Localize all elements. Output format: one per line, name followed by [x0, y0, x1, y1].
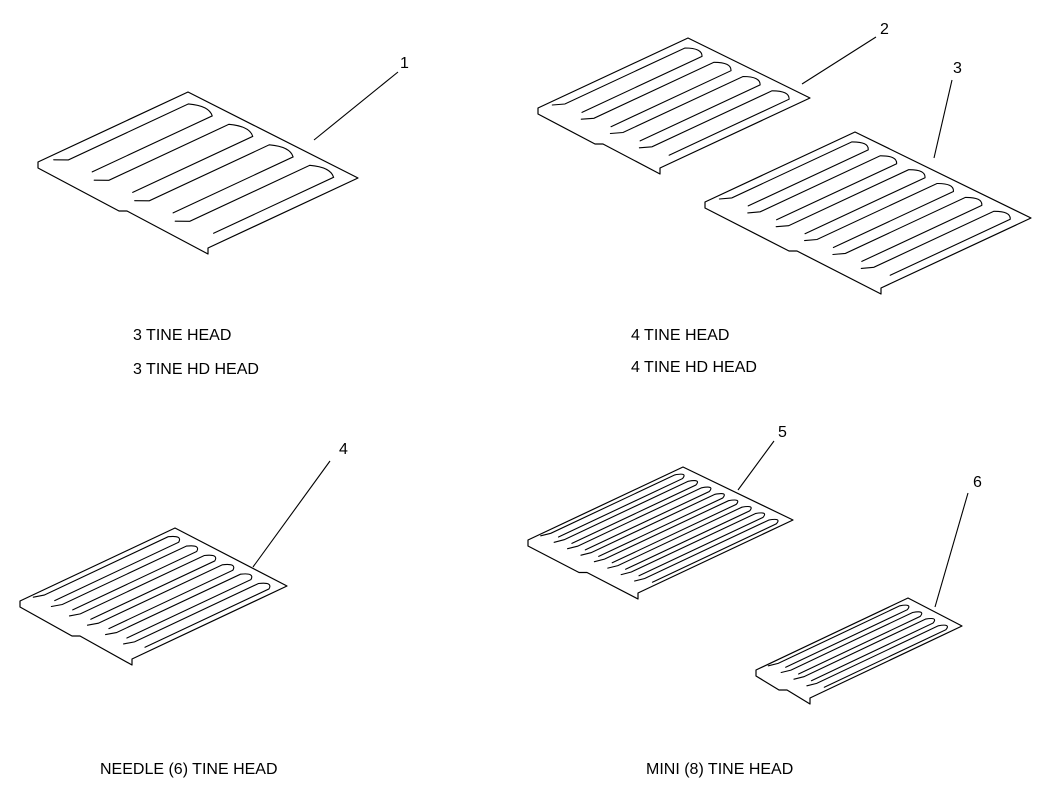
tine-head-part-6-tine [767, 604, 910, 668]
tine-head-part-2-tine [609, 75, 761, 142]
tine-head-part-2-tine [638, 90, 790, 156]
tine-head-part-3-tine [775, 169, 926, 235]
leader-line-3 [933, 79, 953, 159]
caption-3-tine-head: 3 TINE HEAD [133, 327, 232, 344]
callout-6: 6 [973, 474, 982, 491]
tine-head-part-6-tine [793, 617, 936, 682]
leader-line-1 [313, 71, 399, 141]
tine-head-part-4-tine [50, 545, 199, 611]
tine-head-part-5 [527, 466, 794, 600]
leader-line-2 [801, 36, 877, 85]
tine-head-part-5-tine [580, 493, 725, 557]
tine-head-part-3-tine [832, 196, 983, 262]
leader-line-5 [737, 440, 775, 491]
tine-head-part-3-tine [747, 155, 898, 221]
caption-3-tine-hd-head: 3 TINE HD HEAD [133, 361, 259, 378]
tine-head-part-3-tine [804, 182, 954, 249]
tine-head-part-3-tine [860, 210, 1011, 276]
tine-head-part-1-tine [93, 123, 254, 193]
callout-1: 1 [400, 55, 409, 72]
tine-head-part-3-tine [718, 141, 869, 207]
tine-head-part-6-tine [806, 624, 948, 688]
tine-head-part-6 [755, 597, 963, 705]
tine-head-part-4-tine [68, 554, 217, 620]
callout-2: 2 [880, 21, 889, 38]
tine-head-part-2-tine [551, 47, 703, 113]
tine-head-part-3-plate [704, 131, 1032, 295]
tine-head-part-5-tine [553, 480, 699, 544]
tine-head-part-4-tine [32, 535, 181, 602]
tine-head-part-1-tine [174, 164, 335, 234]
caption-4-tine-head: 4 TINE HEAD [631, 327, 730, 344]
caption-4-tine-hd-head: 4 TINE HD HEAD [631, 359, 757, 376]
tine-head-part-5-tine [540, 473, 685, 538]
tine-head-part-1-tine [53, 103, 213, 173]
tine-head-part-5-tine [593, 499, 739, 564]
tine-head-part-2 [537, 37, 811, 175]
caption-needle-tine-head: NEEDLE (6) TINE HEAD [100, 761, 278, 778]
callout-3: 3 [953, 60, 962, 77]
tine-head-part-2-plate [537, 37, 811, 175]
tine-head-part-4-plate [19, 527, 288, 666]
callout-4: 4 [339, 441, 348, 458]
leader-line-6 [934, 492, 969, 608]
tine-head-part-1 [37, 91, 359, 255]
tine-head-part-1-tine [134, 144, 294, 214]
tine-head-part-3 [704, 131, 1032, 295]
tine-head-part-1-plate [37, 91, 359, 255]
leader-line-4 [252, 460, 331, 568]
tine-head-part-4 [19, 527, 288, 666]
tine-head-part-5-tine [620, 512, 766, 577]
tine-head-part-5-tine [607, 505, 752, 570]
tine-head-part-2-tine [580, 61, 732, 128]
tine-head-part-4-tine [86, 563, 235, 630]
tine-head-part-4-tine [123, 582, 271, 648]
tine-head-part-4-tine [105, 573, 253, 639]
tine-head-part-5-tine [634, 518, 779, 583]
callout-5: 5 [778, 424, 787, 441]
tine-head-part-5-tine [567, 486, 712, 551]
tine-head-part-6-tine [780, 611, 923, 675]
caption-mini-tine-head: MINI (8) TINE HEAD [646, 761, 794, 778]
